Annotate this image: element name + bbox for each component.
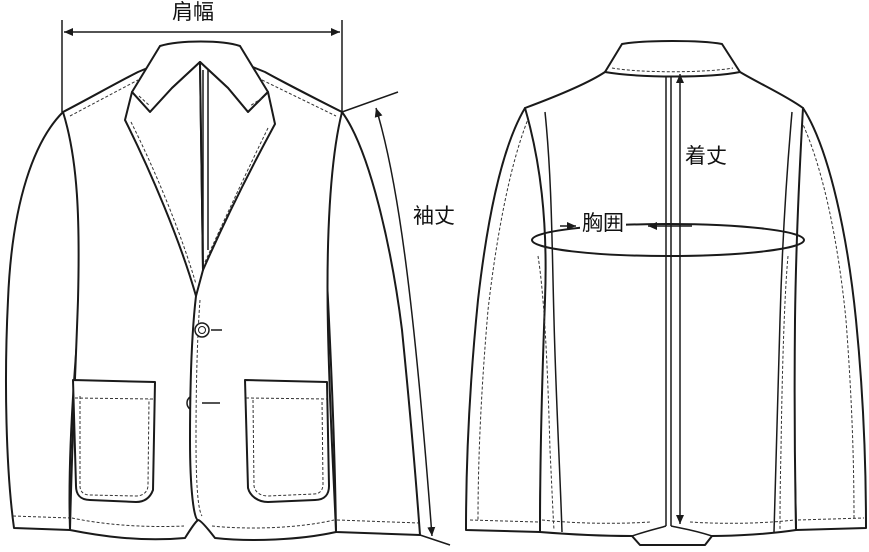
front-right-lapel bbox=[200, 62, 275, 270]
front-button-bottom bbox=[187, 397, 190, 409]
jacket-back-view bbox=[466, 41, 866, 545]
back-center-seam bbox=[666, 76, 671, 526]
back-left-side-seam bbox=[545, 112, 562, 532]
front-shoulder-stitch bbox=[70, 80, 336, 116]
jacket-front-view bbox=[6, 42, 420, 541]
chest-ellipse bbox=[532, 224, 804, 256]
front-collar-stitch bbox=[131, 96, 268, 284]
back-collar-stitch bbox=[612, 68, 733, 72]
front-shoulder-seam-left bbox=[63, 72, 138, 112]
front-opening-edge bbox=[190, 296, 198, 520]
back-collar bbox=[605, 41, 740, 77]
front-left-pocket-stitch bbox=[75, 396, 154, 496]
front-right-pocket-stitch bbox=[246, 398, 327, 496]
front-opening-stitch bbox=[196, 300, 202, 516]
sleeve-length-measure bbox=[342, 92, 450, 545]
back-hem-stitch bbox=[542, 520, 794, 523]
sleeve-length-arrow bbox=[374, 108, 436, 536]
front-hem-stitch bbox=[72, 518, 334, 528]
back-body bbox=[525, 45, 803, 545]
back-right-side-stitch bbox=[780, 256, 788, 530]
shoulder-width-label: 肩幅 bbox=[170, 0, 216, 24]
sleeve-guide-bottom bbox=[420, 535, 450, 545]
sleeve-length-label: 袖丈 bbox=[413, 204, 455, 228]
back-vent bbox=[632, 526, 712, 536]
back-right-sleeve bbox=[789, 108, 866, 530]
body-length-label: 着丈 bbox=[683, 144, 729, 168]
front-left-cuff-stitch bbox=[13, 516, 70, 518]
front-left-pocket bbox=[73, 380, 155, 502]
back-right-side-seam bbox=[774, 112, 792, 532]
back-left-sleeve-stitch bbox=[470, 112, 538, 522]
chest-measure bbox=[532, 222, 804, 256]
back-right-sleeve-stitch bbox=[797, 112, 864, 520]
chest-width-label: 胸囲 bbox=[580, 211, 626, 235]
front-right-pocket bbox=[245, 380, 329, 502]
back-left-side-stitch bbox=[538, 256, 554, 530]
sleeve-guide-top bbox=[342, 92, 398, 112]
front-button-top-inner bbox=[199, 327, 206, 334]
front-shoulder-seam-right bbox=[265, 72, 342, 112]
front-center-placket bbox=[203, 70, 208, 270]
shoulder-width-measure bbox=[62, 20, 342, 112]
